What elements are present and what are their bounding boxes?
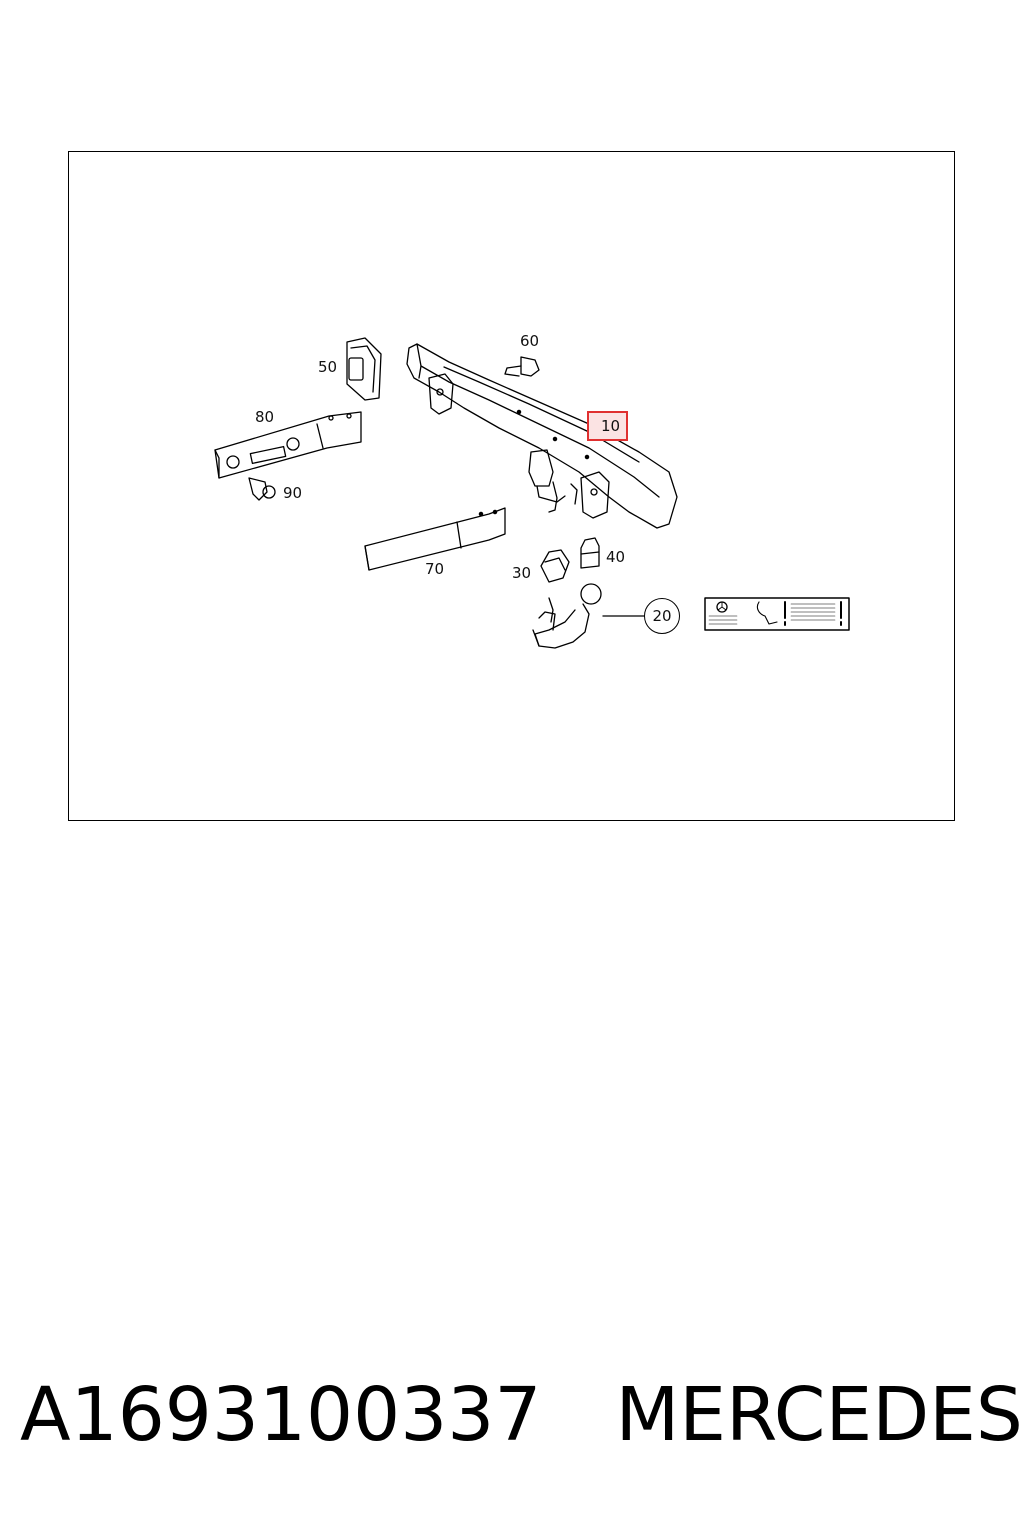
bolt-part-60 bbox=[504, 356, 540, 377]
parts-diagram bbox=[214, 337, 850, 649]
control-module-part-50 bbox=[346, 337, 382, 401]
warning-label bbox=[704, 597, 850, 631]
callout-80: 80 bbox=[255, 408, 275, 426]
callout-40: 40 bbox=[606, 548, 626, 566]
callout-30: 30 bbox=[512, 564, 532, 582]
callout-10-highlighted[interactable]: 10 bbox=[587, 411, 629, 441]
diagram-frame: 60 50 80 10 90 40 70 30 20 bbox=[68, 151, 955, 821]
brand-name: MERCEDES bbox=[615, 1372, 1023, 1458]
extension-tube-part-70 bbox=[364, 507, 506, 571]
callout-90: 90 bbox=[283, 484, 303, 502]
ball-neck-part-20 bbox=[532, 583, 646, 649]
cap-part-40 bbox=[580, 537, 600, 569]
bracket-part-80 bbox=[214, 411, 362, 479]
callout-50: 50 bbox=[318, 358, 338, 376]
callout-70: 70 bbox=[425, 560, 445, 578]
screw-part-90 bbox=[248, 477, 276, 501]
callout-20: 20 bbox=[644, 598, 680, 634]
footer: A1693100337 MERCEDES bbox=[20, 1372, 1023, 1458]
crossmember-part-10 bbox=[406, 343, 678, 529]
part-number: A1693100337 bbox=[20, 1372, 542, 1458]
clip-part-30 bbox=[540, 549, 570, 583]
callout-60: 60 bbox=[520, 332, 540, 350]
